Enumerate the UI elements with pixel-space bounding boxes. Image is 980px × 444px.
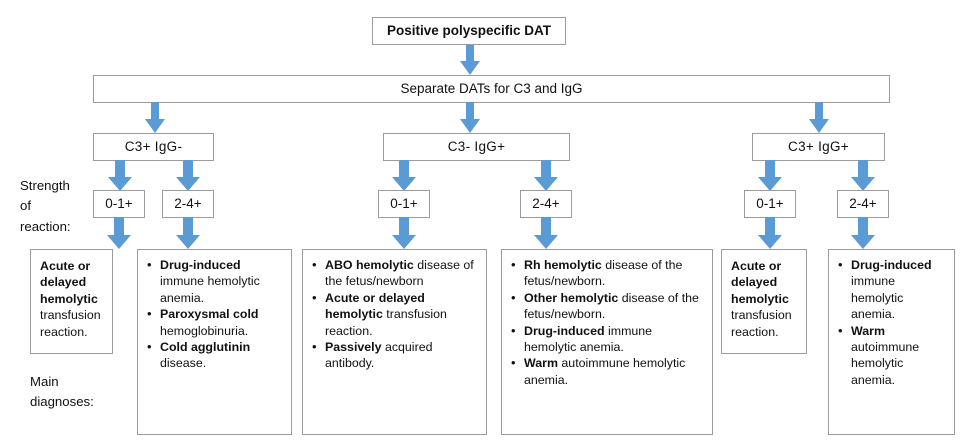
node-label: 0-1+ [105,195,133,211]
arrow-category1-to-strength-2-4 [175,160,201,192]
outcome-term: Warm [851,323,885,338]
list-item: Acute or delayed hemolytic transfusion r… [311,289,478,339]
node-strength-c3pos-iggneg-0-1: 0-1+ [93,190,145,218]
list-item: Passively acquired antibody. [311,338,478,372]
arrow-strength6-to-outcome [850,217,876,250]
outcome-list: Drug-induced immune hemolytic anemia.Par… [146,256,283,372]
arrow-split-to-category-3 [808,102,830,134]
outcome-text: Acute or delayed hemolytic transfusion r… [40,258,103,340]
list-item: Rh hemolytic disease of the fetus/newbor… [510,256,704,290]
node-category-c3pos-iggpos: C3+ IgG+ [752,133,885,161]
arrow-root-to-split [459,45,481,76]
arrow-category2-to-strength-0-1 [391,160,417,192]
node-label: Positive polyspecific DAT [386,22,552,38]
outcome-term: ABO hemolytic [325,258,414,272]
list-item: ABO hemolytic disease of the fetus/newbo… [311,256,478,290]
arrow-strength5-to-outcome [757,217,783,250]
arrow-strength2-to-outcome [175,217,201,250]
node-label: 0-1+ [756,195,784,211]
outcome-term: Drug-induced [851,258,932,272]
outcome-term: Acute or delayed hemolytic [731,259,789,306]
arrow-split-to-category-2 [459,102,481,134]
outcome-list: Drug-induced immune hemolytic anemia.War… [837,256,946,389]
outcome-term: Rh hemolytic [524,258,602,272]
outcome-detail: immune hemolytic anemia. [160,274,260,305]
arrow-category3-to-strength-0-1 [757,160,783,192]
outcome-term: Acute or delayed hemolytic [40,259,98,306]
outcome-detail: transfusion reaction. [325,307,447,338]
outcome-c3neg-iggpos-0-1: ABO hemolytic disease of the fetus/newbo… [302,249,487,435]
outcome-detail: disease of the fetus/newborn. [524,290,699,322]
list-item: Drug-induced immune hemolytic anemia. [837,256,946,323]
arrow-strength4-to-outcome [533,217,559,250]
label-strength-of-reaction: Strength of reaction: [20,178,71,234]
node-category-c3pos-iggneg: C3+ IgG- [93,133,214,161]
outcome-detail: disease. [160,356,207,371]
node-strength-c3pos-iggpos-0-1: 0-1+ [744,190,796,218]
outcome-detail: autoimmune hemolytic anemia. [851,339,920,387]
list-item: Warm autoimmune hemolytic anemia. [510,354,704,388]
arrow-strength1-to-outcome [106,217,132,250]
list-item: Other hemolytic disease of the fetus/new… [510,289,704,323]
node-category-c3neg-iggpos: C3- IgG+ [383,133,570,161]
outcome-detail: autoimmune hemolytic anemia. [524,356,686,387]
outcome-term: Drug-induced [524,323,605,338]
arrow-category3-to-strength-2-4 [850,160,876,192]
node-label: 2-4+ [532,195,560,211]
outcome-detail: hemoglobinuria. [160,323,249,338]
list-item: Drug-induced immune hemolytic anemia. [510,322,704,356]
outcome-text: Acute or delayed hemolytic transfusion r… [731,258,797,340]
outcome-term: Paroxysmal cold [160,307,259,322]
outcome-c3pos-iggneg-2-4: Drug-induced immune hemolytic anemia.Par… [137,249,292,435]
node-strength-c3neg-iggpos-2-4: 2-4+ [520,190,572,218]
arrow-split-to-category-1 [144,102,166,134]
node-positive-polyspecific-dat: Positive polyspecific DAT [372,17,566,45]
outcome-detail: transfusion reaction. [731,308,792,339]
node-label: Separate DATs for C3 and IgG [400,80,583,96]
label-main-diagnoses: Main diagnoses: [30,374,94,410]
node-label: 2-4+ [849,195,877,211]
outcome-detail: acquired antibody. [325,339,433,371]
outcome-term: Passively [325,339,382,354]
outcome-list: ABO hemolytic disease of the fetus/newbo… [311,256,478,372]
outcome-c3pos-iggpos-2-4: Drug-induced immune hemolytic anemia.War… [828,249,955,435]
outcome-detail: disease of the fetus/newborn [325,258,474,289]
arrow-category2-to-strength-2-4 [533,160,559,192]
node-label: 2-4+ [174,195,202,211]
outcome-term: Warm [524,356,558,371]
outcome-detail: immune hemolytic anemia. [851,274,904,322]
arrow-strength3-to-outcome [391,217,417,250]
list-item: Cold agglutinin disease. [146,338,283,372]
outcome-list: Rh hemolytic disease of the fetus/newbor… [510,256,704,388]
arrow-category1-to-strength-0-1 [107,160,133,192]
node-label: C3+ IgG- [124,138,183,154]
node-label: 0-1+ [390,195,418,211]
outcome-detail: immune hemolytic anemia. [524,323,653,354]
outcome-term: Drug-induced [160,258,241,272]
list-item: Paroxysmal cold hemoglobinuria. [146,305,283,339]
outcome-term: Cold agglutinin [160,339,251,354]
outcome-term: Other hemolytic [524,290,619,305]
outcome-c3pos-iggpos-0-1: Acute or delayed hemolytic transfusion r… [721,249,807,354]
node-strength-c3neg-iggpos-0-1: 0-1+ [378,190,430,218]
node-separate-dats: Separate DATs for C3 and IgG [93,75,890,103]
list-item: Drug-induced immune hemolytic anemia. [146,256,283,306]
outcome-detail: transfusion reaction. [40,308,101,339]
outcome-c3pos-iggneg-0-1: Acute or delayed hemolytic transfusion r… [30,249,113,354]
node-label: C3- IgG+ [447,138,506,154]
node-strength-c3pos-iggneg-2-4: 2-4+ [162,190,214,218]
outcome-c3neg-iggpos-2-4: Rh hemolytic disease of the fetus/newbor… [501,249,713,435]
list-item: Warm autoimmune hemolytic anemia. [837,322,946,389]
node-strength-c3pos-iggpos-2-4: 2-4+ [837,190,889,218]
outcome-term: Acute or delayed hemolytic [325,290,425,322]
node-label: C3+ IgG+ [788,138,849,154]
outcome-detail: disease of the fetus/newborn. [524,258,683,289]
